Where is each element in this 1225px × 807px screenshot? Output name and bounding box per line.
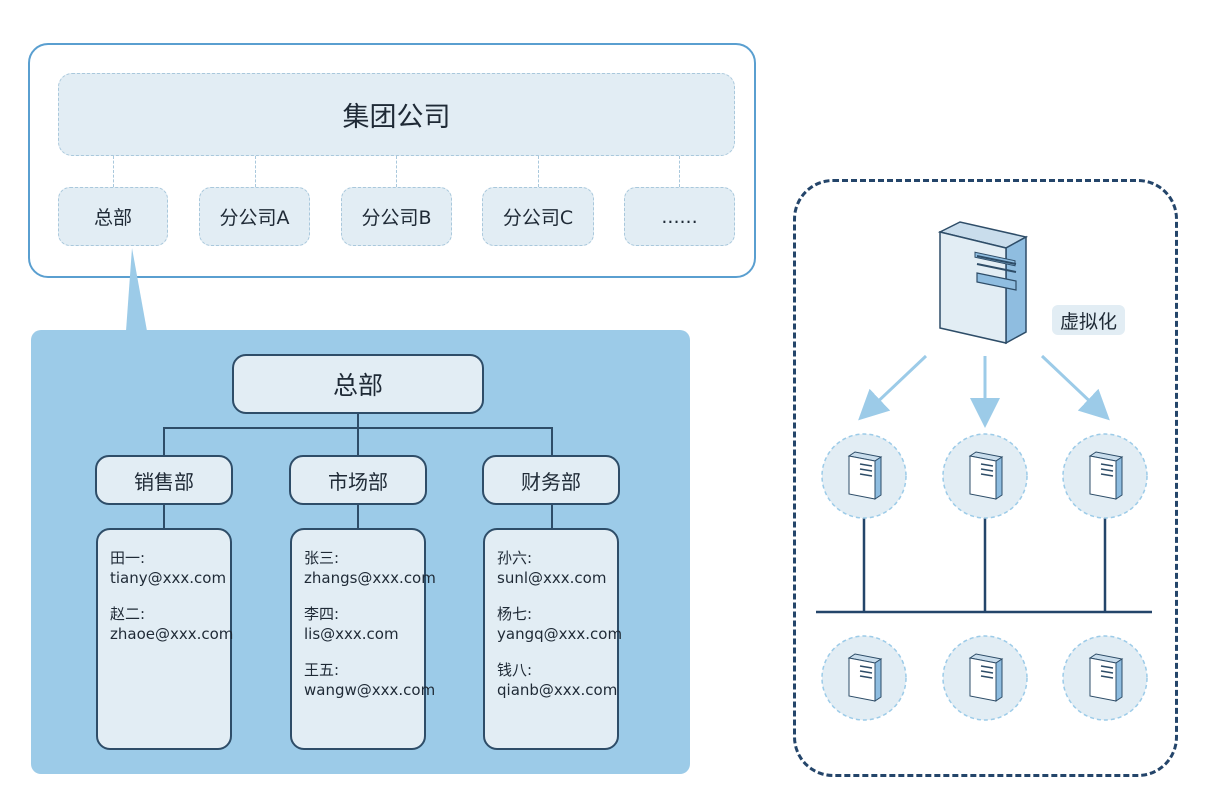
employee-name: 王五: xyxy=(304,661,340,679)
employee-email: zhaoe@xxx.com xyxy=(110,625,234,643)
virtualization-label: 虚拟化 xyxy=(1052,305,1126,335)
virtual-server-icon xyxy=(942,635,1028,721)
connector xyxy=(113,156,114,187)
arrow xyxy=(1040,354,1110,421)
virtualization-frame xyxy=(793,179,1178,777)
virtual-server-icon xyxy=(821,635,907,721)
virtual-server-icon xyxy=(1062,433,1148,519)
connector xyxy=(255,156,256,187)
employee-name: 赵二: xyxy=(110,605,146,623)
employee-list-marketing: 张三: zhangs@xxx.com 李四: lis@xxx.com 王五: w… xyxy=(290,528,436,750)
branch-b: 分公司B xyxy=(341,187,452,246)
employee-email: qianb@xxx.com xyxy=(497,681,618,699)
connector xyxy=(679,156,680,187)
virtual-server-icon xyxy=(1062,635,1148,721)
employee-email: yangq@xxx.com xyxy=(497,625,623,643)
employee-email: lis@xxx.com xyxy=(304,625,399,643)
virtual-server-icon xyxy=(942,433,1028,519)
connector xyxy=(538,156,539,187)
server-icon xyxy=(937,221,1029,345)
dept-finance: 财务部 xyxy=(482,455,620,505)
branch-c: 分公司C xyxy=(482,187,594,246)
employee-list-sales: 田一: tiany@xxx.com 赵二: zhaoe@xxx.com xyxy=(96,528,234,750)
connector xyxy=(396,156,397,187)
arrow xyxy=(858,354,928,421)
employee-name: 李四: xyxy=(304,605,340,623)
virtual-server-icon xyxy=(821,433,907,519)
tree-line xyxy=(551,427,553,455)
tree-line xyxy=(357,505,359,528)
branch-headquarters: 总部 xyxy=(58,187,168,246)
tree-line xyxy=(551,505,553,528)
tree-line xyxy=(163,427,165,455)
employee-name: 田一: xyxy=(110,549,146,567)
tree-line xyxy=(357,427,359,455)
dept-sales: 销售部 xyxy=(95,455,233,505)
employee-email: sunl@xxx.com xyxy=(497,569,607,587)
employee-name: 孙六: xyxy=(497,549,533,567)
employee-name: 钱八: xyxy=(497,661,533,679)
employee-list-finance: 孙六: sunl@xxx.com 杨七: yangq@xxx.com 钱八: q… xyxy=(483,528,623,750)
group-company-title: 集团公司 xyxy=(58,73,735,156)
hq-title: 总部 xyxy=(232,354,484,414)
employee-email: tiany@xxx.com xyxy=(110,569,227,587)
dept-marketing: 市场部 xyxy=(289,455,427,505)
employee-email: zhangs@xxx.com xyxy=(304,569,436,587)
branch-more: ...... xyxy=(624,187,735,246)
tree-line xyxy=(163,505,165,528)
employee-name: 杨七: xyxy=(497,605,533,623)
branch-a: 分公司A xyxy=(199,187,310,246)
employee-email: wangw@xxx.com xyxy=(304,681,436,699)
tree-line xyxy=(357,414,359,428)
employee-name: 张三: xyxy=(304,549,340,567)
